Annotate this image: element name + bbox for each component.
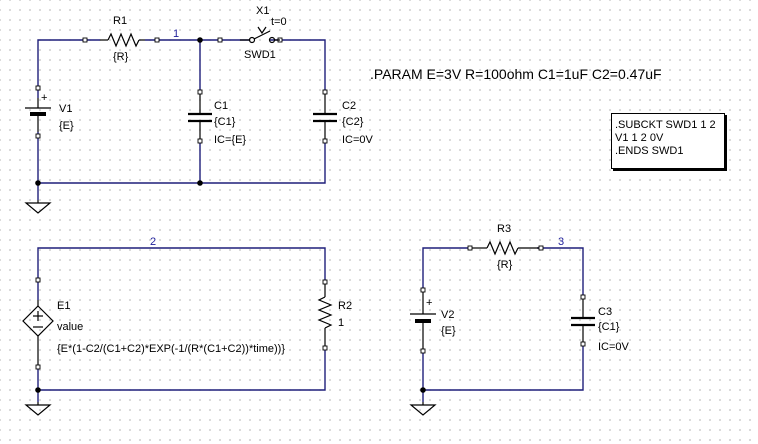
ground-symbol xyxy=(24,402,52,416)
c3-ref: C3 xyxy=(598,306,612,318)
junction-dot xyxy=(197,180,203,186)
v2-ref: V2 xyxy=(441,309,454,321)
dependent-source-e1[interactable]: E1 value {E*(1-C2/(C1+C2)*EXP(-1/(R*(C1+… xyxy=(22,277,285,370)
ground-symbol xyxy=(24,200,52,214)
c3-ic: IC=0V xyxy=(598,341,630,353)
ground-symbol xyxy=(409,402,437,416)
e1-ref: E1 xyxy=(57,300,70,312)
c2-value: {C2} xyxy=(342,116,364,128)
e1-type: value xyxy=(57,321,83,333)
circuit1-wires xyxy=(37,39,326,200)
x1-time: t=0 xyxy=(271,16,287,28)
voltage-source-v1[interactable]: + V1 {E} xyxy=(25,85,74,139)
resistor-r1[interactable]: R1 {R} xyxy=(82,15,160,63)
v1-ref: V1 xyxy=(59,103,72,115)
switch-x1[interactable]: X1 t=0 SWD1 xyxy=(217,5,287,61)
net-label-2: 2 xyxy=(150,236,156,248)
v2-value: {E} xyxy=(441,325,456,337)
r2-value: 1 xyxy=(338,317,344,329)
capacitor-c1[interactable]: C1 {C1} IC={E} xyxy=(188,89,246,146)
c3-value: {C1} xyxy=(598,321,620,333)
resistor-r2[interactable]: R2 1 xyxy=(317,279,352,351)
x1-ref: X1 xyxy=(256,5,269,17)
junction-dot xyxy=(35,180,41,186)
e1-expression: {E*(1-C2/(C1+C2)*EXP(-1/(R*(C1+C2))*time… xyxy=(57,343,285,355)
x1-model: SWD1 xyxy=(244,49,276,61)
capacitor-c2[interactable]: C2 {C2} IC=0V xyxy=(313,89,374,146)
c1-ref: C1 xyxy=(214,100,228,112)
v2-plus-sign: + xyxy=(426,297,432,309)
subckt-line: .ENDS SWD1 xyxy=(615,145,684,157)
junction-dot xyxy=(420,387,426,393)
net-label-1: 1 xyxy=(173,28,179,40)
subckt-text-box[interactable]: .SUBCKT SWD1 1 2 V1 1 2 0V .ENDS SWD1 xyxy=(611,113,725,169)
c1-value: {C1} xyxy=(214,116,236,128)
param-line: .PARAM E=3V R=100ohm C1=1uF C2=0.47uF xyxy=(370,66,662,82)
voltage-source-v2[interactable]: + V2 {E} xyxy=(410,287,456,354)
r3-value: {R} xyxy=(497,259,513,271)
r1-ref: R1 xyxy=(113,15,127,27)
resistor-r3[interactable]: R3 {R} xyxy=(467,223,544,271)
r2-ref: R2 xyxy=(338,300,352,312)
v1-plus-sign: + xyxy=(41,92,47,104)
c2-ic: IC=0V xyxy=(342,134,374,146)
r1-value: {R} xyxy=(113,51,129,63)
subckt-line: V1 1 2 0V xyxy=(615,132,664,144)
net-label-3: 3 xyxy=(558,236,564,248)
subckt-line: .SUBCKT SWD1 1 2 xyxy=(615,119,716,131)
junction-dot xyxy=(35,387,41,393)
c2-ref: C2 xyxy=(342,100,356,112)
junction-dot xyxy=(197,37,203,43)
capacitor-c3[interactable]: C3 {C1} IC=0V xyxy=(571,294,630,353)
v1-value: {E} xyxy=(59,120,74,132)
c1-ic: IC={E} xyxy=(214,134,246,146)
circuit3-wires xyxy=(422,247,584,402)
r3-ref: R3 xyxy=(497,223,511,235)
